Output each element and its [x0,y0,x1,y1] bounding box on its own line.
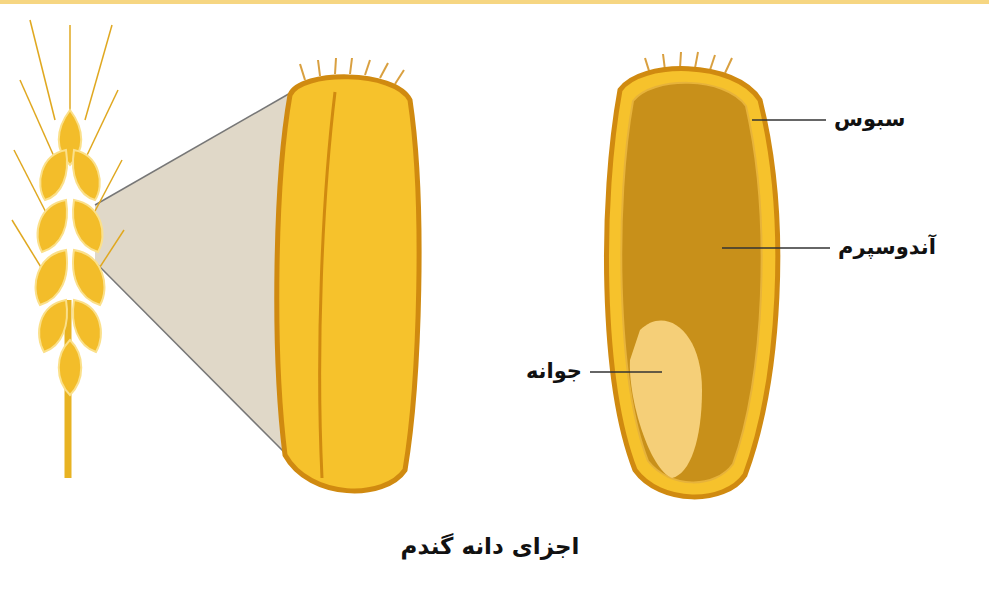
part-label: آندوسپرم [838,235,936,260]
figure-caption: اجزای دانه گندم [401,533,580,561]
part-label: جوانه [526,359,582,384]
part-label: سبوس [834,107,905,132]
